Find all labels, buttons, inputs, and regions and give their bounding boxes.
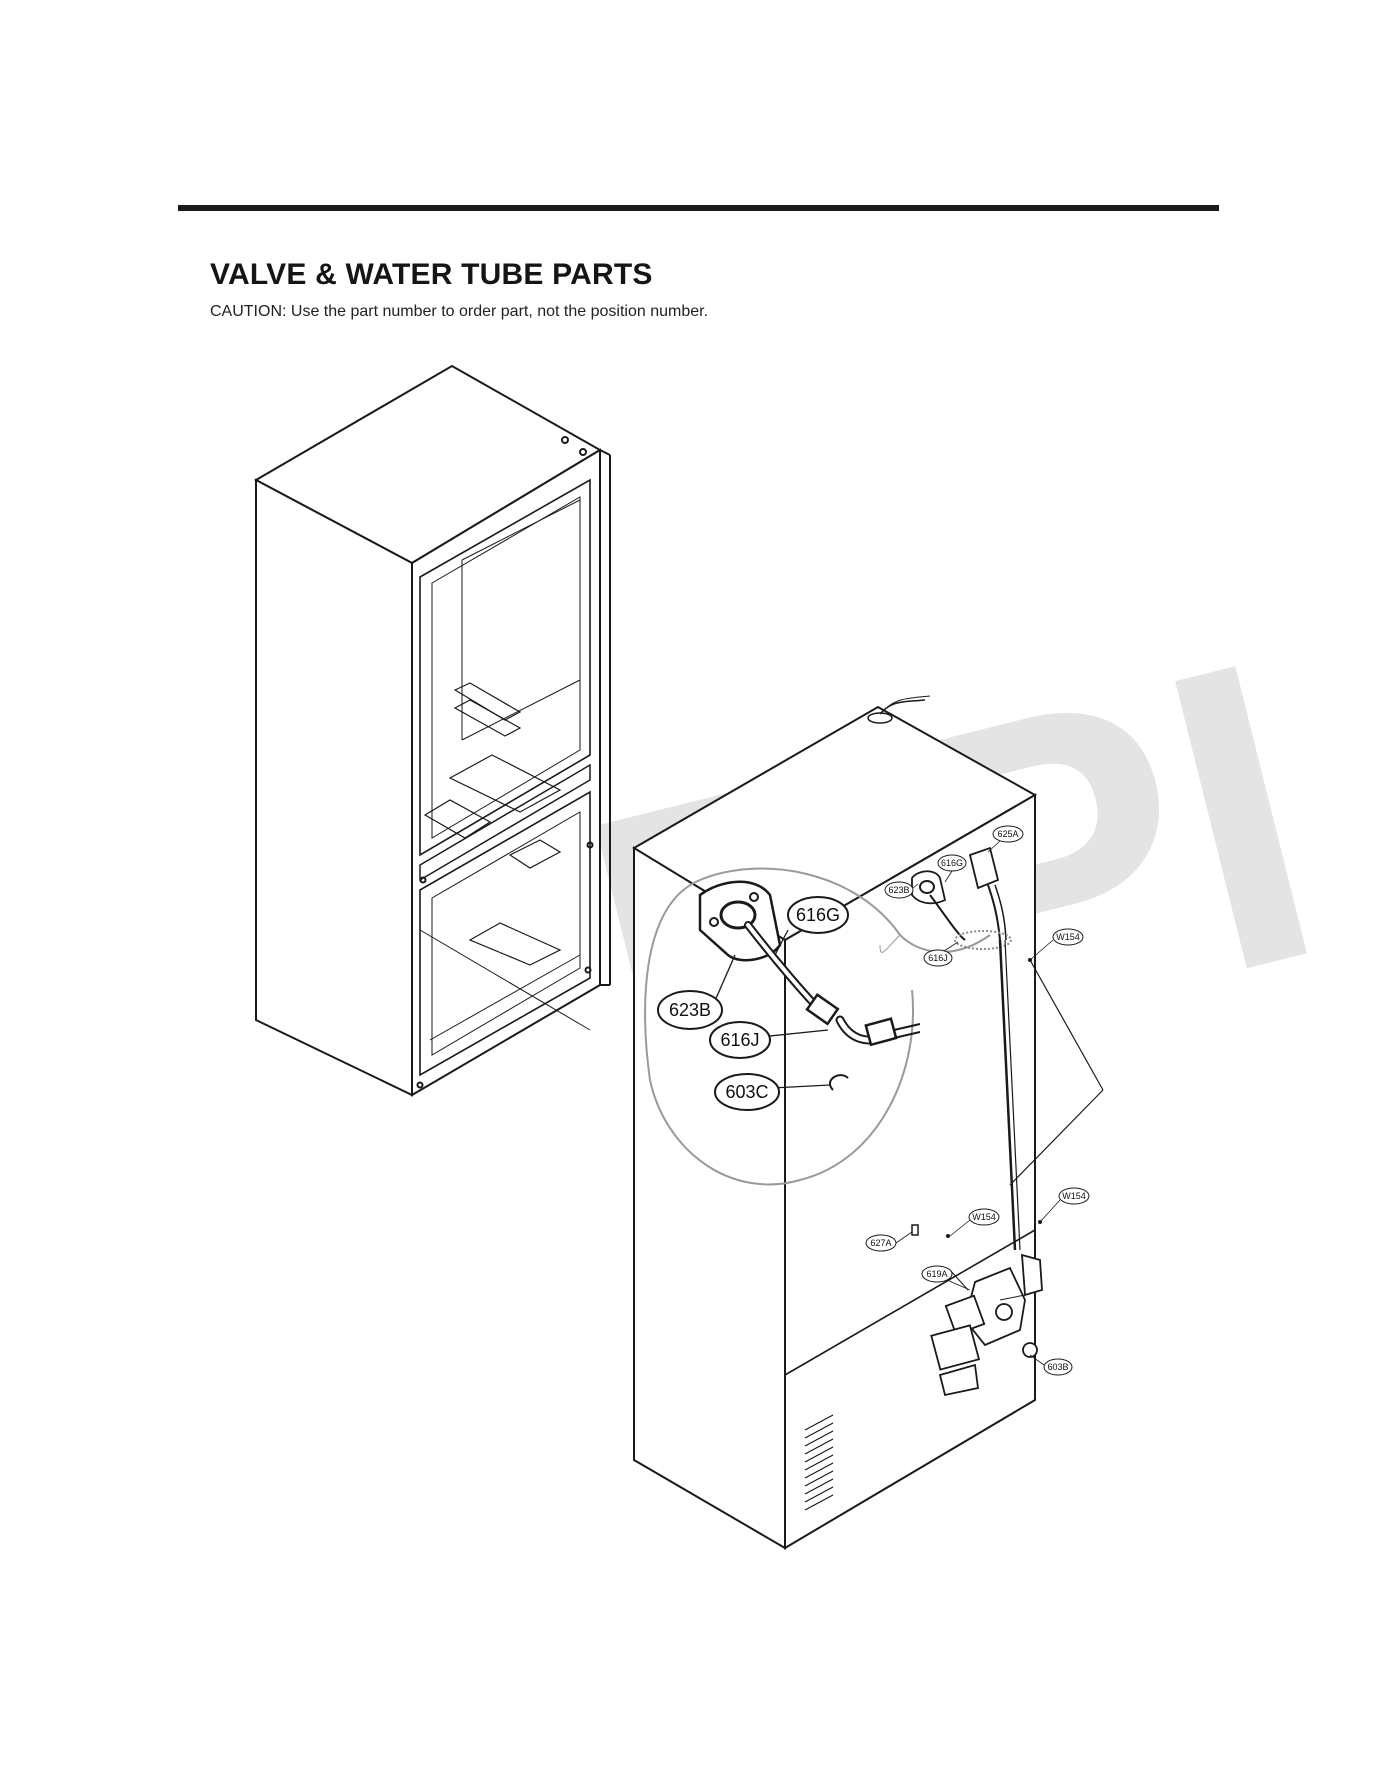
svg-text:616G: 616G — [941, 858, 963, 868]
back-panel-parts — [911, 846, 1104, 1397]
svg-text:623B: 623B — [669, 1000, 711, 1020]
callout-627A: 627A — [865, 1234, 897, 1252]
svg-text:616J: 616J — [720, 1030, 759, 1050]
svg-text:616G: 616G — [796, 905, 840, 925]
callout-623B: 623B — [657, 990, 723, 1030]
detail-magnifier — [644, 867, 991, 1186]
svg-text:W154: W154 — [972, 1212, 996, 1222]
svg-text:W154: W154 — [1062, 1191, 1086, 1201]
callout-623B-small: 623B — [884, 881, 914, 899]
callout-W154-c: W154 — [968, 1208, 1000, 1226]
svg-text:623B: 623B — [888, 885, 909, 895]
header-rule — [178, 205, 1219, 211]
svg-text:627A: 627A — [870, 1238, 891, 1248]
svg-text:603B: 603B — [1047, 1362, 1068, 1372]
svg-text:603C: 603C — [725, 1082, 768, 1102]
svg-text:W154: W154 — [1056, 932, 1080, 942]
callout-W154-b: W154 — [1058, 1187, 1090, 1205]
callout-616J: 616J — [709, 1021, 771, 1059]
callout-616G-small: 616G — [937, 854, 967, 872]
caution-note: CAUTION: Use the part number to order pa… — [210, 303, 709, 320]
callouts-small: 625A 616G 623B 616J W154 W154 W154 627A — [865, 825, 1090, 1376]
svg-text:625A: 625A — [997, 829, 1018, 839]
callout-616J-small: 616J — [923, 949, 953, 967]
page-title: VALVE & WATER TUBE PARTS — [210, 258, 653, 291]
callout-625A: 625A — [992, 825, 1024, 843]
callout-603C: 603C — [714, 1073, 780, 1111]
cabinet-rear-view — [632, 695, 1038, 1550]
svg-text:616J: 616J — [928, 953, 948, 963]
svg-text:619A: 619A — [926, 1269, 947, 1279]
callout-W154-a: W154 — [1052, 928, 1084, 946]
callout-603B: 603B — [1043, 1358, 1073, 1376]
callouts-large: 616G 623B 616J 603C — [657, 896, 849, 1111]
callout-616G: 616G — [787, 896, 849, 934]
cabinet-front-view — [253, 364, 611, 1097]
callout-619A: 619A — [921, 1265, 953, 1283]
